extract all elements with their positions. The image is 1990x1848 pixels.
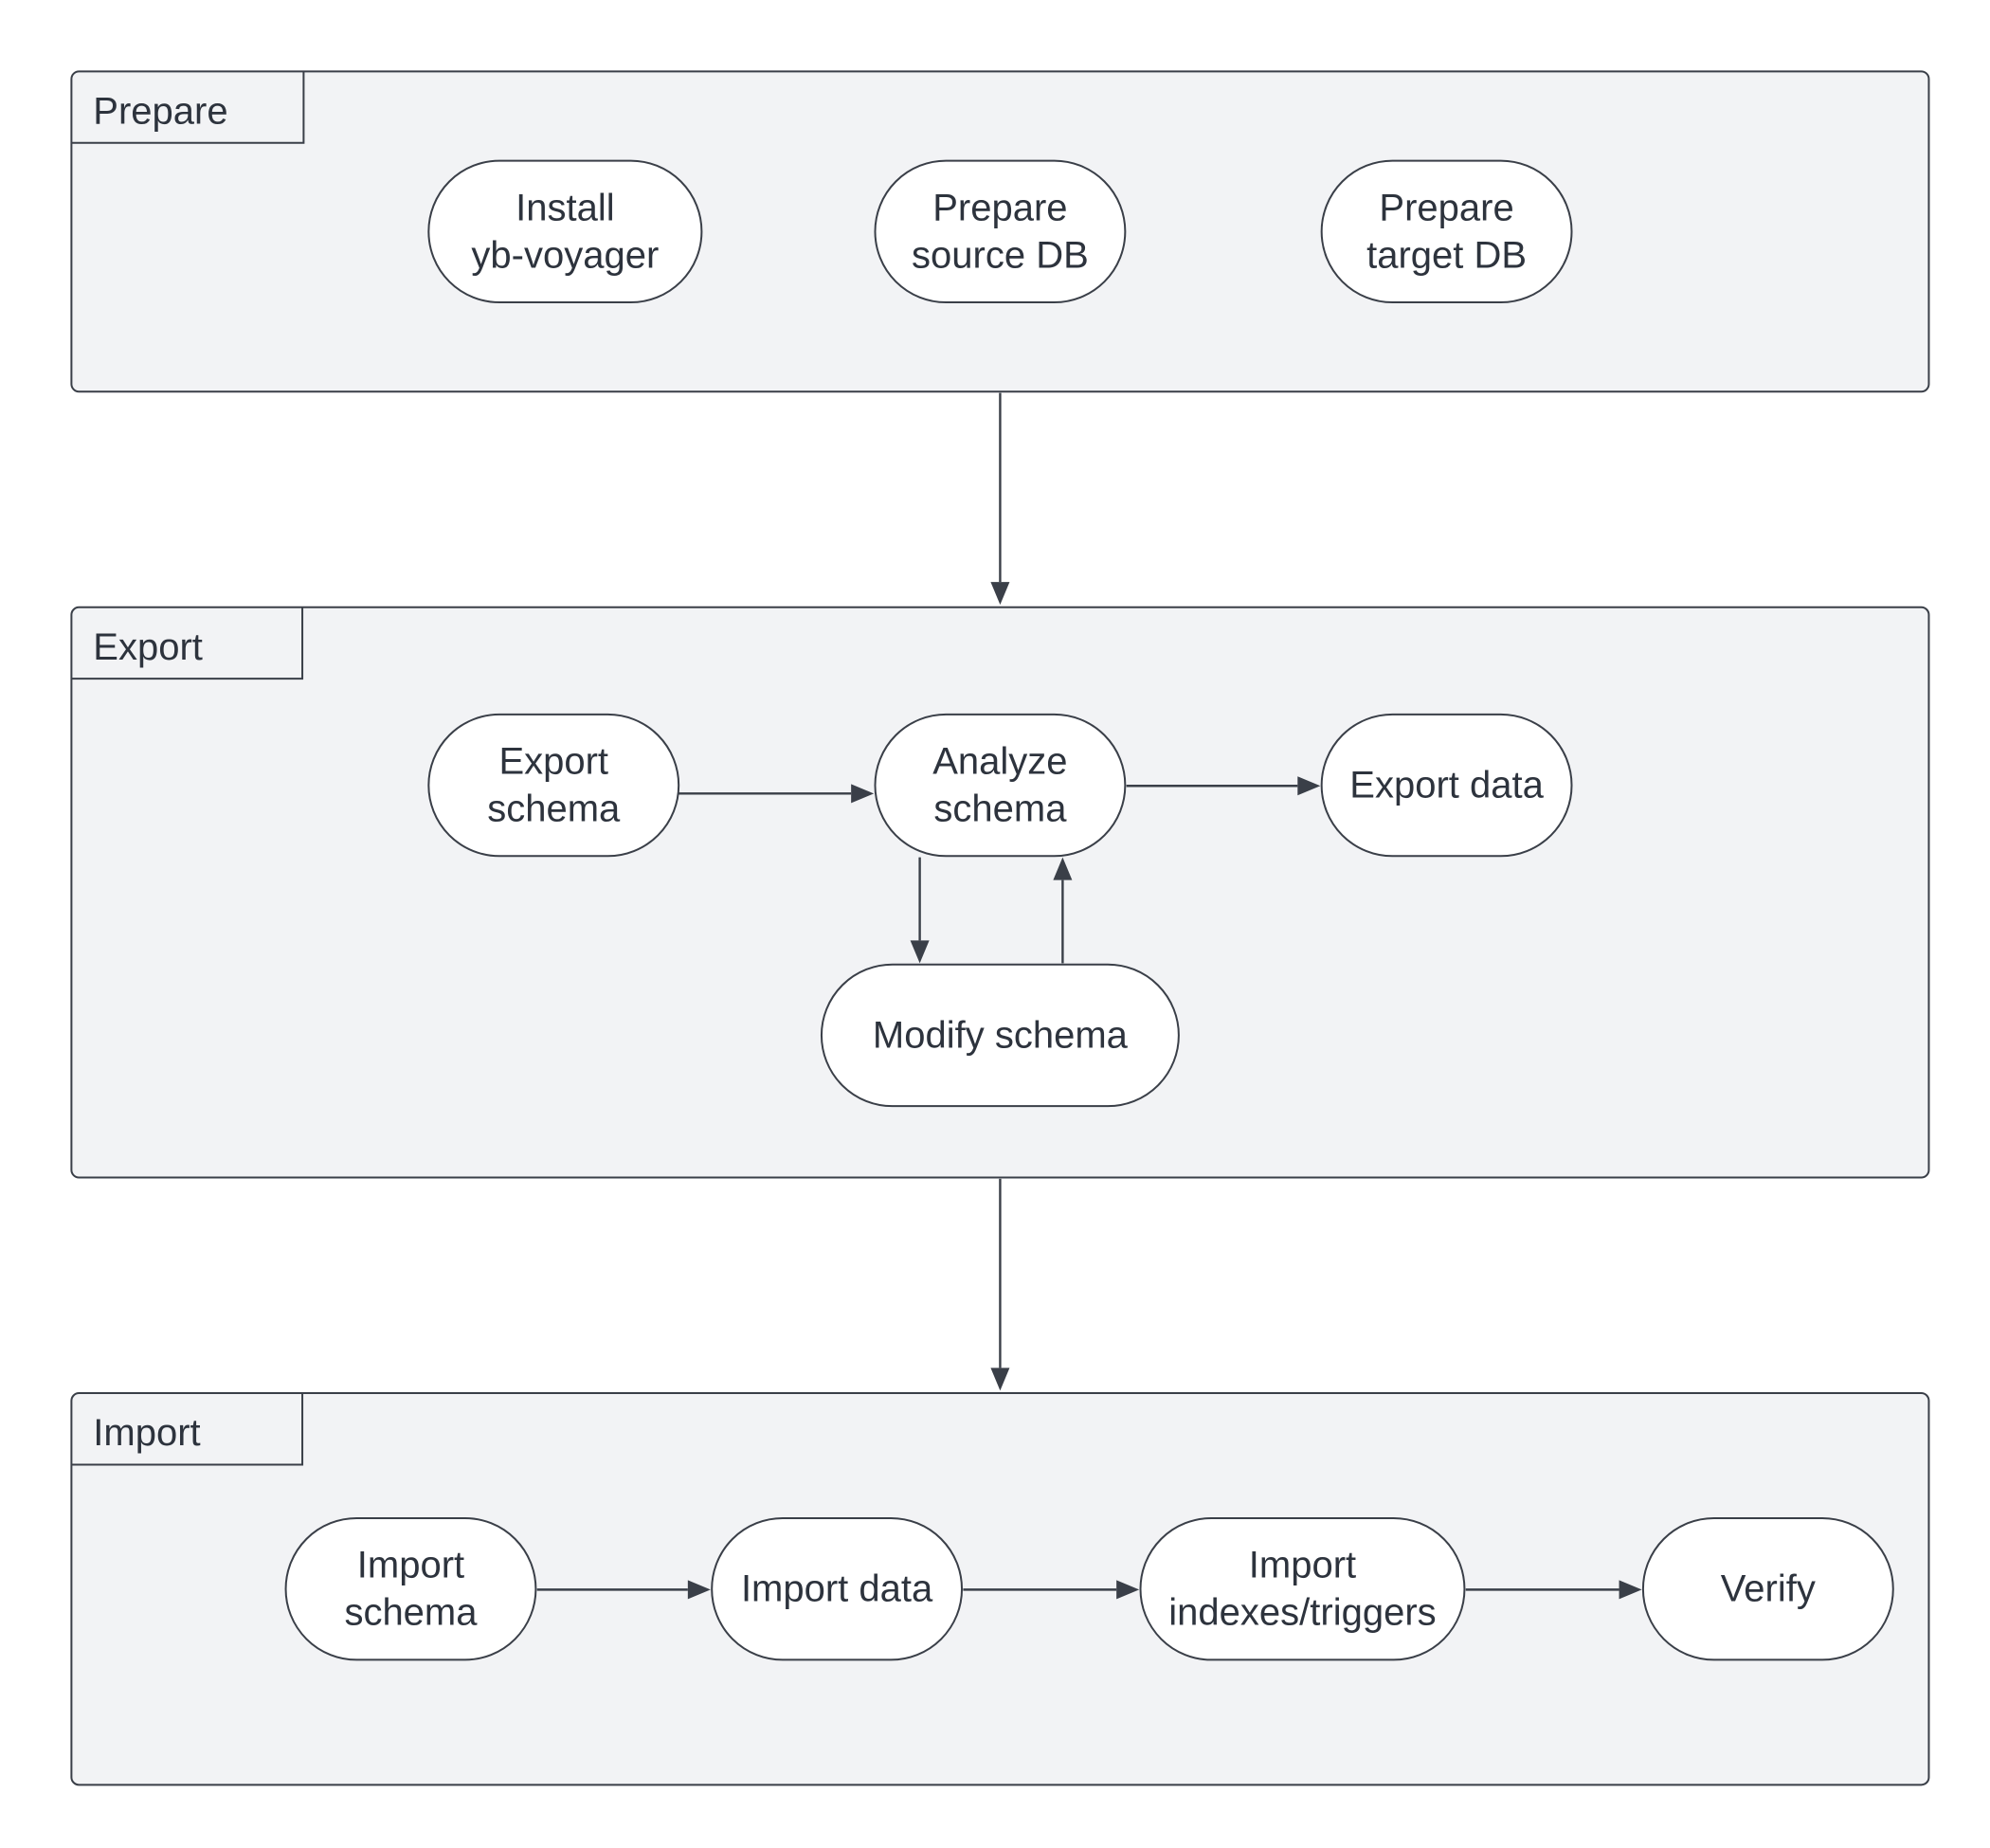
node-analyze-schema-label-1: schema — [933, 788, 1067, 830]
edge-import-indexes-to-verify — [1465, 1580, 1642, 1600]
node-import-indexes-label-0: Import — [1249, 1545, 1356, 1586]
stage-import-tab — [71, 1393, 304, 1466]
edge-prepare-to-export — [990, 392, 1010, 606]
arrowhead-icon — [1116, 1580, 1140, 1600]
node-export-data[interactable]: Export data — [1320, 713, 1573, 858]
node-import-schema[interactable]: Import schema — [284, 1516, 537, 1661]
edge-analyze-schema-to-modify-schema — [910, 857, 930, 964]
node-prep-target-shape — [1320, 159, 1573, 304]
node-export-schema-label-1: schema — [487, 788, 621, 830]
edge-analyze-schema-to-export-data — [1126, 776, 1321, 796]
stage-prepare-tab — [71, 71, 305, 144]
arrowhead-icon — [1619, 1580, 1642, 1600]
node-import-indexes-label-1: indexes/triggers — [1168, 1592, 1436, 1634]
stage-export-label: Export — [93, 626, 203, 668]
edge-import-data-to-import-indexes — [963, 1580, 1140, 1600]
edge-modify-schema-to-analyze-schema — [1053, 857, 1073, 964]
stage-prepare-label: Prepare — [93, 91, 227, 133]
node-modify-schema-label-0: Modify schema — [873, 1014, 1129, 1056]
arrowhead-icon — [687, 1580, 711, 1600]
node-import-schema-shape — [284, 1516, 537, 1661]
node-import-data-label-0: Import data — [741, 1568, 933, 1610]
node-analyze-schema-label-0: Analyze — [932, 741, 1067, 783]
node-prep-source-label-0: Prepare — [932, 187, 1067, 228]
node-import-data[interactable]: Import data — [711, 1516, 964, 1661]
node-prep-target-label-1: target DB — [1366, 234, 1527, 276]
node-verify[interactable]: Verify — [1641, 1516, 1894, 1661]
node-prep-target[interactable]: Prepare target DB — [1320, 159, 1573, 304]
edge-export-to-import — [990, 1178, 1010, 1391]
node-export-data-label-0: Export data — [1349, 765, 1544, 806]
node-prep-target-label-0: Prepare — [1379, 187, 1513, 228]
node-import-indexes[interactable]: Import indexes/triggers — [1139, 1516, 1466, 1661]
node-install-label-1: yb-voyager — [471, 234, 659, 276]
arrowhead-icon — [990, 582, 1010, 606]
node-install[interactable]: Install yb-voyager — [427, 159, 703, 304]
arrowhead-icon — [990, 1368, 1010, 1391]
node-prep-source-shape — [874, 159, 1127, 304]
node-verify-shape — [1641, 1516, 1894, 1661]
edge-import-schema-to-import-data — [536, 1580, 711, 1600]
node-analyze-schema-shape — [874, 713, 1127, 858]
node-modify-schema[interactable]: Modify schema — [820, 963, 1180, 1108]
arrowhead-icon — [910, 940, 930, 964]
node-import-schema-label-1: schema — [344, 1592, 478, 1634]
stage-import-label: Import — [93, 1412, 200, 1454]
node-modify-schema-shape — [820, 963, 1180, 1108]
arrowhead-icon — [851, 784, 875, 804]
arrowhead-icon — [1297, 776, 1321, 796]
node-export-schema[interactable]: Export schema — [427, 713, 680, 858]
node-analyze-schema[interactable]: Analyze schema — [874, 713, 1127, 858]
node-export-data-shape — [1320, 713, 1573, 858]
stage-export-tab — [71, 607, 304, 680]
node-export-schema-label-0: Export — [498, 741, 608, 783]
node-verify-label-0: Verify — [1721, 1568, 1816, 1610]
arrowhead-icon — [1053, 857, 1073, 880]
node-export-schema-shape — [427, 713, 680, 858]
node-prep-source-label-1: source DB — [912, 234, 1089, 276]
node-install-shape — [427, 159, 703, 304]
node-import-indexes-shape — [1139, 1516, 1466, 1661]
node-install-label-0: Install — [516, 187, 615, 228]
node-import-schema-label-0: Import — [357, 1545, 464, 1586]
node-prep-source[interactable]: Prepare source DB — [874, 159, 1127, 304]
node-import-data-shape — [711, 1516, 964, 1661]
edge-export-schema-to-analyze-schema — [678, 784, 875, 804]
